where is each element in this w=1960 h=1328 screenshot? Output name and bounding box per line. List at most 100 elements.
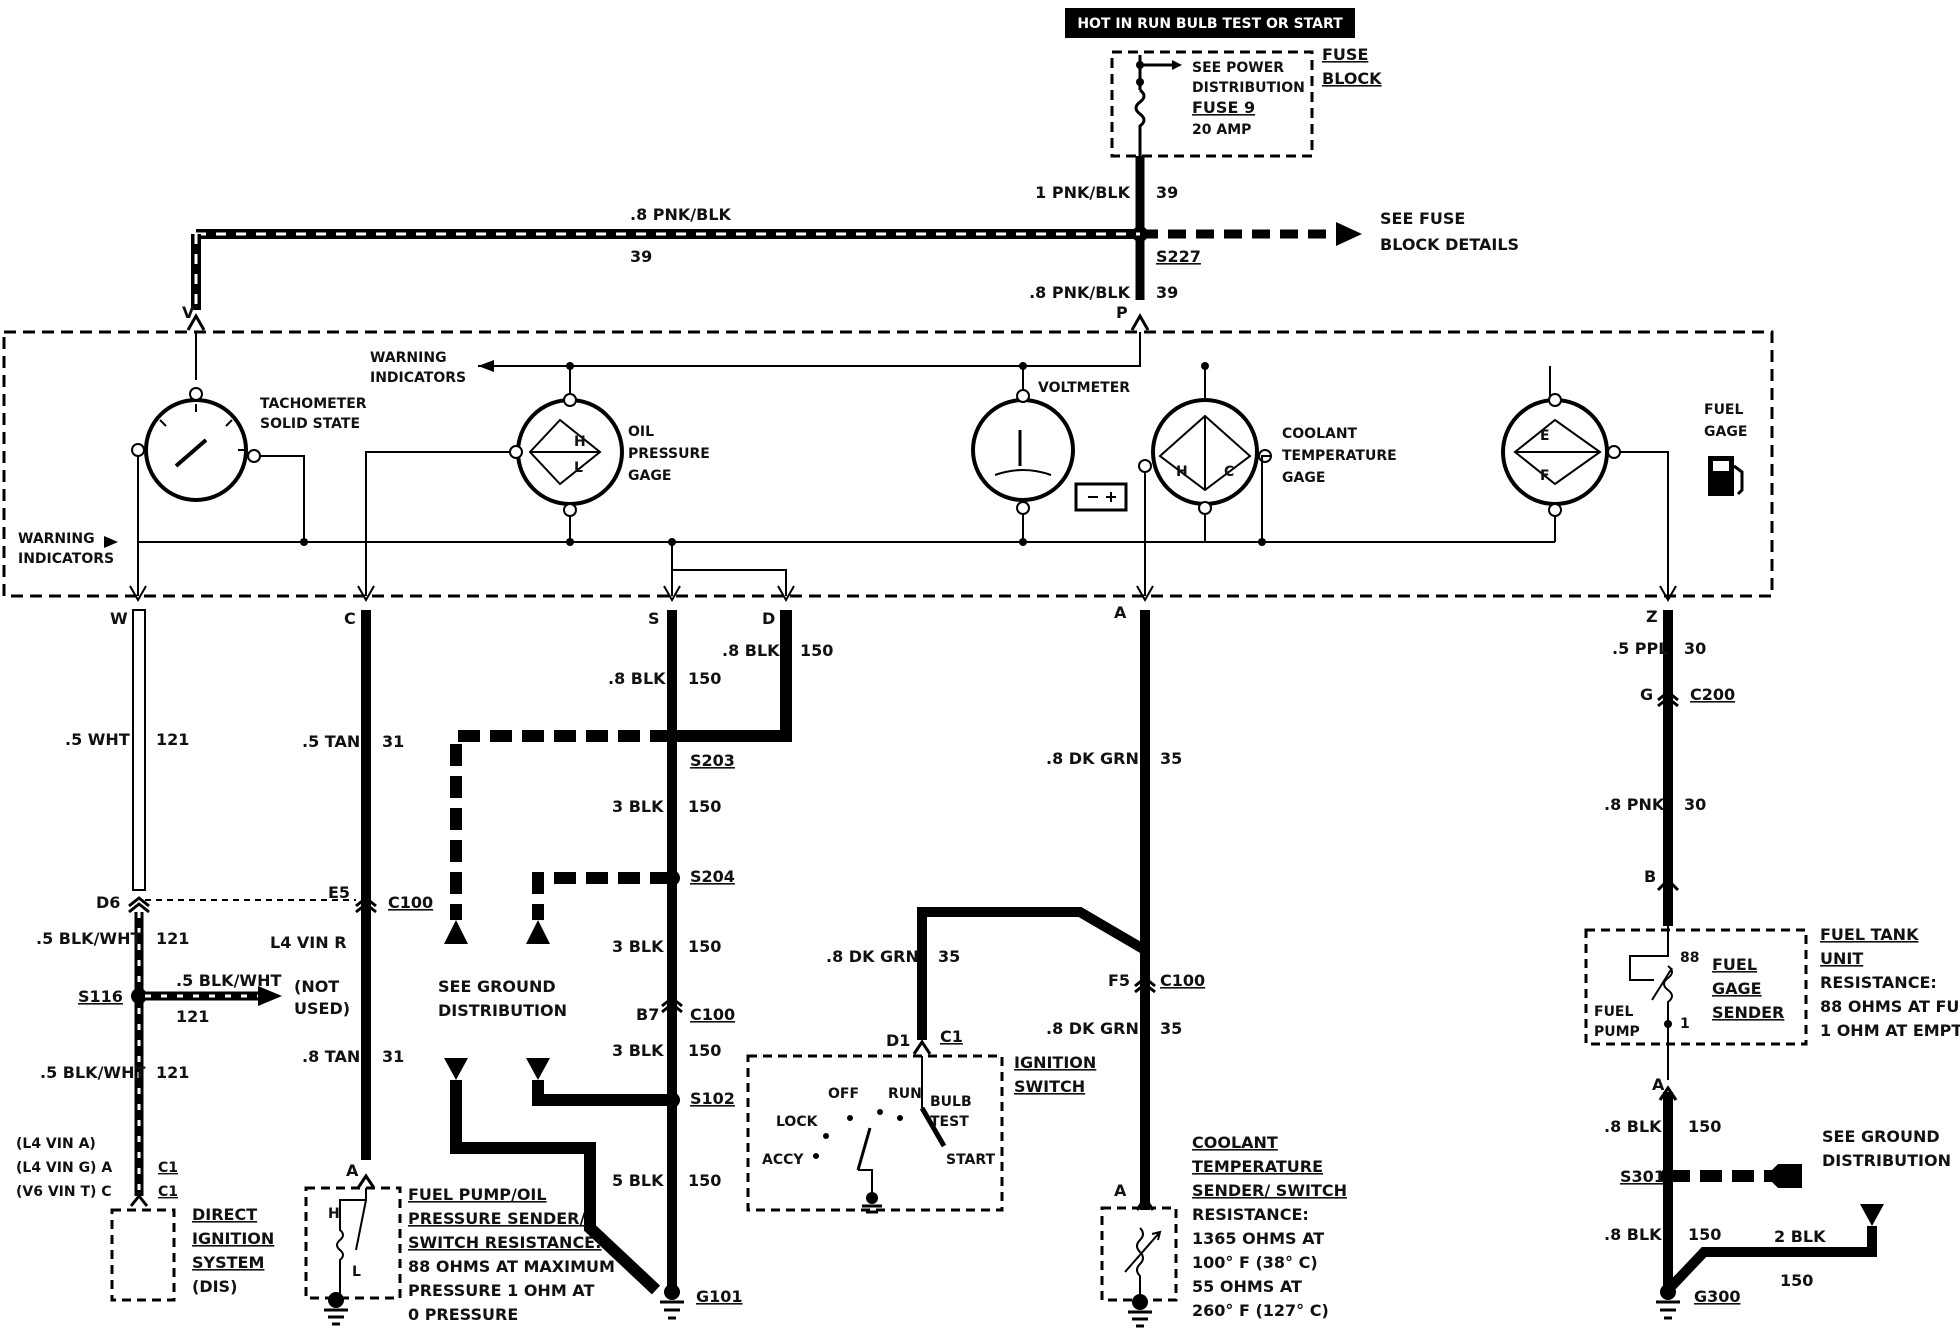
fp-l: L: [352, 1264, 361, 1280]
wire-label-blk-r2: .8 BLK: [1604, 1225, 1662, 1244]
wire-ckt-121c: 121: [176, 1007, 209, 1026]
conn-f5: F5: [1108, 971, 1130, 990]
fuse-note1: SEE POWER: [1192, 60, 1284, 76]
wire-ckt-121d: 121: [156, 1063, 189, 1082]
cool-label-1: COOLANT: [1282, 426, 1358, 442]
cs-label-7: 55 OHMS AT: [1192, 1277, 1302, 1296]
wire-ckt-150h: 150: [1688, 1225, 1721, 1244]
fuse-block-box: [1110, 50, 1314, 158]
vin-t: (V6 VIN T) C: [16, 1184, 112, 1200]
dis-label-4: (DIS): [192, 1277, 237, 1296]
fuel-sender-1: 1: [1680, 1016, 1690, 1032]
wire-label-3blk-1: 3 BLK: [612, 797, 664, 816]
splice-s116: S116: [78, 987, 123, 1006]
wire-label-wht: .5 WHT: [65, 730, 130, 749]
wire-label-pnk-blk-top: .8 PNK/BLK: [630, 205, 732, 224]
wire-ckt-31a: 31: [382, 732, 404, 751]
warning-left-1: WARNING: [18, 531, 95, 547]
wire-ckt-150a: 150: [688, 669, 721, 688]
wire-ckt-39b: 39: [630, 247, 652, 266]
wire-ckt-35a: 35: [1160, 749, 1182, 768]
wire-label-blk-r1: .8 BLK: [1604, 1117, 1662, 1136]
ground-wire-g101a: [450, 1080, 661, 1295]
cs-label-5: 1365 OHMS AT: [1192, 1229, 1324, 1248]
wire-label-ppl: .5 PPL: [1612, 639, 1668, 658]
cool-h: H: [1176, 464, 1188, 480]
conn-a: A: [1114, 603, 1127, 622]
splice-label-s227: S227: [1156, 247, 1201, 266]
fp-label-4: 88 OHMS AT MAXIMUM: [408, 1257, 615, 1276]
fuel-f: F: [1540, 468, 1550, 484]
wire-label-blk-s: .8 BLK: [608, 669, 666, 688]
ftu-label-5: 1 OHM AT EMPTY: [1820, 1021, 1960, 1040]
cool-c: C: [1224, 464, 1234, 480]
conn-c200: C200: [1690, 685, 1735, 704]
not-used-2: USED): [294, 999, 350, 1018]
bus-top: [478, 332, 1141, 367]
oil-label-2: PRESSURE: [628, 446, 710, 462]
wire-label-pnk-blk-p: .8 PNK/BLK: [1029, 283, 1131, 302]
see-ground-2: DISTRIBUTION: [438, 1001, 567, 1020]
conn-c1: C1: [940, 1027, 963, 1046]
fuse-arrow: [1172, 60, 1182, 70]
wire-ckt-31b: 31: [382, 1047, 404, 1066]
cs-label-6: 100° F (38° C): [1192, 1253, 1318, 1272]
wire-ckt-150e: 150: [688, 1041, 721, 1060]
wire-ckt-150c: 150: [688, 797, 721, 816]
conn-s: S: [648, 609, 660, 628]
conn-d: D: [762, 609, 775, 628]
warning-top-1: WARNING: [370, 350, 447, 366]
see-fuse-2: BLOCK DETAILS: [1380, 235, 1519, 254]
fuel-sender-88: 88: [1680, 950, 1699, 966]
wire-ckt-39a: 39: [1156, 183, 1178, 202]
conn-c1-b: C1: [158, 1184, 178, 1200]
wire-ckt-150b: 150: [800, 641, 833, 660]
wire-wht: [132, 609, 146, 891]
title-banner: HOT IN RUN BULB TEST OR START: [1077, 16, 1343, 32]
see-ground-r2: DISTRIBUTION: [1822, 1151, 1951, 1170]
cs-label-8: 260° F (127° C): [1192, 1301, 1329, 1320]
ign-label-1: IGNITION: [1014, 1053, 1096, 1072]
dis-box: [110, 1208, 176, 1302]
fgs-label-1: FUEL: [1712, 955, 1757, 974]
ign-bulb-2: TEST: [930, 1114, 969, 1130]
fuel-label-1: FUEL: [1704, 402, 1743, 418]
cool-label-3: GAGE: [1282, 470, 1325, 486]
fuse-label: FUSE 9: [1192, 98, 1255, 117]
wire-ckt-35c: 35: [1160, 1019, 1182, 1038]
instrument-cluster-box: [2, 330, 1774, 598]
wire-label-3blk-2: 3 BLK: [612, 937, 664, 956]
wire-ckt-30b: 30: [1684, 795, 1706, 814]
fuse-amp: 20 AMP: [1192, 122, 1251, 138]
ign-off: OFF: [828, 1086, 859, 1102]
oil-label-1: OIL: [628, 424, 654, 440]
vin-a: (L4 VIN A): [16, 1136, 96, 1152]
conn-b: B: [1644, 867, 1656, 886]
ign-accy: ACCY: [762, 1152, 804, 1168]
wire-label-pnk: .8 PNK: [1604, 795, 1665, 814]
wire-label-dkgrn-c100: .8 DK GRN: [1046, 1019, 1139, 1038]
fuse-block-label1: FUSE: [1322, 45, 1368, 64]
oil-h: H: [574, 434, 586, 450]
ign-bulb-1: BULB: [930, 1094, 972, 1110]
ground-g101: G101: [696, 1287, 743, 1306]
ground-wire-s102: [532, 1080, 672, 1106]
see-ground-1: SEE GROUND: [438, 977, 556, 996]
wire-label-blkwht2: .5 BLK/WHT: [176, 971, 281, 990]
dis-label-2: IGNITION: [192, 1229, 274, 1248]
ground-dist-1: [450, 730, 672, 920]
conn-p: P: [1116, 303, 1128, 322]
wire-ckt-150g: 150: [1688, 1117, 1721, 1136]
voltmeter-gauge: [971, 398, 1075, 502]
wire-2blk: [1664, 1226, 1877, 1294]
vin-g: (L4 VIN G) A: [16, 1160, 112, 1176]
warning-top-2: INDICATORS: [370, 370, 466, 386]
see-ground-r1: SEE GROUND: [1822, 1127, 1940, 1146]
fuel-pump-label-1: FUEL: [1594, 1004, 1633, 1020]
dis-label-3: SYSTEM: [192, 1253, 264, 1272]
fgs-label-2: GAGE: [1712, 979, 1762, 998]
cs-label-3: SENDER/ SWITCH: [1192, 1181, 1347, 1200]
wire-label-5blk: 5 BLK: [612, 1171, 664, 1190]
